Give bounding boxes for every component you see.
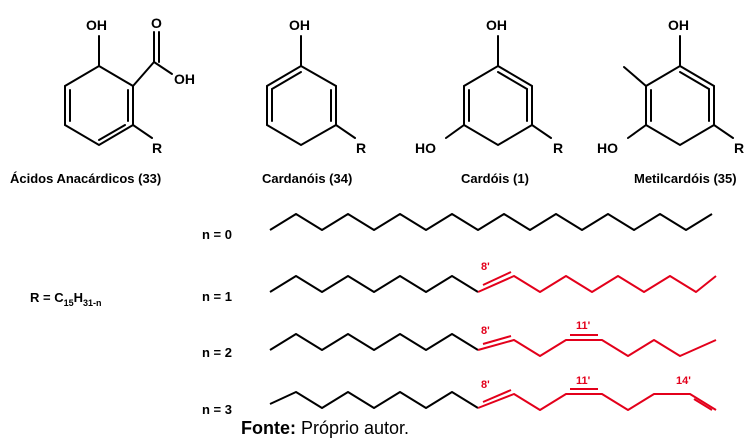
figure-caption: Fonte: Próprio autor. [241, 418, 409, 439]
chain-label-n3: n = 3 [202, 402, 232, 417]
chain-label-n1: n = 1 [202, 289, 232, 304]
chain-n3-saturated [269, 391, 479, 409]
double-bond-position: 8' [481, 261, 490, 273]
chain-n1-unsaturated [477, 271, 717, 293]
atom-ho: HO [415, 140, 436, 156]
double-bond-position: 11' [576, 375, 591, 387]
chain-n2-saturated [269, 333, 479, 351]
chain-label-n2: n = 2 [202, 345, 232, 360]
compound-label-anacardic-acids: Ácidos Anacárdicos (33) [10, 171, 161, 186]
atom-r: R [734, 140, 744, 156]
double-bond-position: 11' [576, 320, 591, 332]
caption-source-label: Fonte: [241, 418, 296, 438]
atom-ho: HO [597, 140, 618, 156]
caption-source-text: Próprio autor. [295, 418, 410, 438]
atom-o: O [151, 15, 162, 31]
cardanol-structure [266, 35, 356, 147]
double-bond-position: 14' [676, 375, 691, 387]
r-definition: R = C15H31-n [30, 290, 102, 308]
chain-n3-unsaturated [477, 388, 717, 411]
cardol-structure [445, 35, 552, 147]
compound-label-cardanols: Cardanóis (34) [262, 171, 352, 186]
atom-r: R [356, 140, 366, 156]
compound-label-methylcardols: Metilcardóis (35) [634, 171, 737, 186]
chain-n0-saturated [269, 213, 713, 231]
atom-oh: OH [86, 17, 107, 33]
atom-r: R [553, 140, 563, 156]
atom-oh: OH [668, 17, 689, 33]
chain-label-n0: n = 0 [202, 227, 232, 242]
chain-n2-unsaturated [477, 334, 717, 357]
anacardic-acid-structure [64, 31, 173, 147]
atom-r: R [152, 140, 162, 156]
chain-n1-saturated [269, 275, 479, 293]
atom-oh: OH [289, 17, 310, 33]
double-bond-position: 8' [481, 379, 490, 391]
double-bond-position: 8' [481, 325, 490, 337]
methylcardol-structure [623, 35, 734, 147]
atom-oh: OH [174, 71, 195, 87]
compound-label-cardols: Cardóis (1) [461, 171, 529, 186]
atom-oh: OH [486, 17, 507, 33]
